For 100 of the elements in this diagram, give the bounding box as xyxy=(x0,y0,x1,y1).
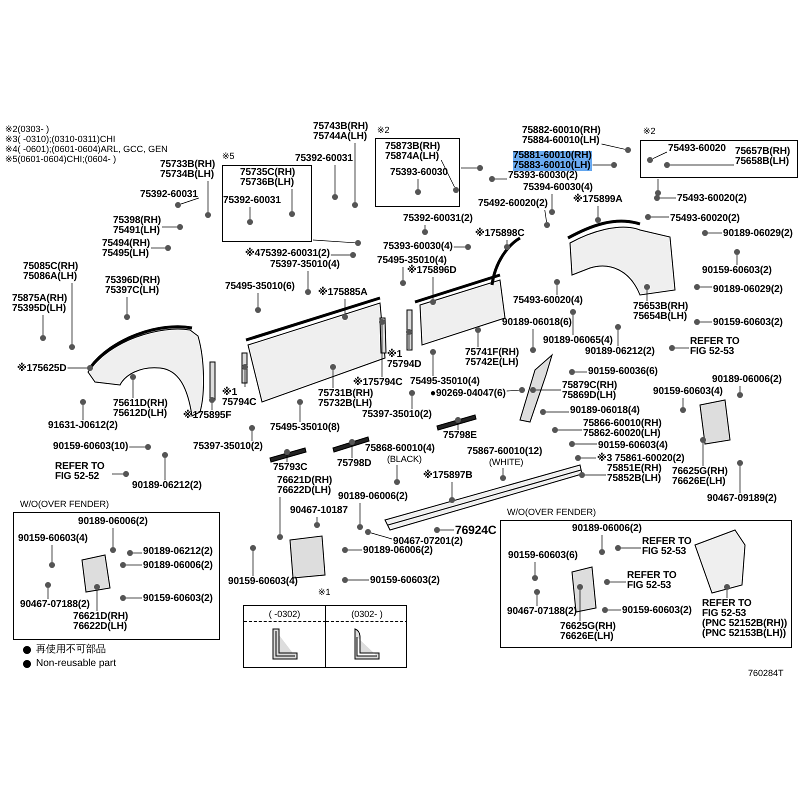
fastener-icon xyxy=(342,547,348,553)
leader-line xyxy=(506,390,520,392)
fastener-icon xyxy=(599,549,605,555)
part-number: ※1 75794C xyxy=(222,388,258,408)
fastener-icon xyxy=(615,324,621,330)
fastener-icon xyxy=(289,211,295,217)
fastener-icon xyxy=(570,309,576,315)
leader-line xyxy=(494,178,508,180)
part-number: 76626E(LH) xyxy=(672,477,726,487)
fastener-icon xyxy=(737,392,743,398)
leader-line xyxy=(330,254,350,256)
fastener-icon xyxy=(415,189,421,195)
part-number: 75851E(RH) xyxy=(607,464,662,474)
fastener-icon xyxy=(177,224,183,230)
fastener-icon xyxy=(120,595,126,601)
fastener-icon xyxy=(602,607,608,613)
leader-line xyxy=(506,240,508,244)
fastener-icon xyxy=(569,369,575,375)
part-number: 90189-06212(2) xyxy=(132,481,202,491)
part-number: 90467-10187 xyxy=(290,506,348,516)
leader-line xyxy=(556,284,558,296)
part-number: 75736B(LH) xyxy=(240,178,294,188)
part-number: 75398(RH) xyxy=(113,216,162,226)
part-number: 75735C(RH) xyxy=(240,168,296,178)
part-number: 75798D xyxy=(337,459,372,469)
part-number: 75862-60020(LH) xyxy=(583,429,660,439)
fastener-icon xyxy=(297,399,303,405)
leader-line xyxy=(532,328,534,348)
fastener-icon xyxy=(332,194,338,200)
part-number: 75883-60010(LH) xyxy=(513,161,592,171)
part-number: ※3 75861-60020(2) xyxy=(597,454,685,464)
fastener-icon xyxy=(45,582,51,588)
leader-line xyxy=(424,224,426,230)
fastener-icon xyxy=(162,452,168,458)
part-number: 75395D(LH) xyxy=(12,304,66,314)
fastener-icon xyxy=(120,562,126,568)
leader-line xyxy=(370,532,392,540)
leader-line xyxy=(646,290,648,302)
part-number: 90159-60603(2) xyxy=(370,576,440,586)
part-number: 75798E xyxy=(443,431,477,441)
leader-line xyxy=(162,226,178,228)
part-number: ※1 75794D xyxy=(387,350,422,370)
leader-line xyxy=(42,314,44,336)
part-number: 90189-06006(2) xyxy=(572,524,642,534)
part-number: 90189-06006(2) xyxy=(143,561,213,571)
section-heading: ※2 xyxy=(377,125,390,135)
part-number: 90159-60603(4) xyxy=(653,387,723,397)
fastener-icon xyxy=(611,162,617,168)
leader-line xyxy=(584,474,606,476)
leader-line xyxy=(736,254,738,266)
section-heading: W/O(OVER FENDER) xyxy=(20,499,109,509)
legend-text: 再使用不可部品 xyxy=(36,644,106,656)
part-number: 75742E(LH) xyxy=(465,358,520,368)
fastener-icon xyxy=(575,455,581,461)
leader-line xyxy=(312,240,356,244)
fastener-icon xyxy=(394,479,400,485)
fastener-icon xyxy=(734,249,740,255)
part-number: 75495-35010(8) xyxy=(270,423,340,433)
leader-line xyxy=(128,446,146,448)
part-number: 75852B(LH) xyxy=(607,474,662,484)
part-number: 75881-60010(RH) xyxy=(513,151,592,161)
part-number: 90189-06006(2) xyxy=(363,546,433,556)
part-number: ※175898C xyxy=(475,229,525,239)
leader-line xyxy=(126,564,142,566)
leader-line xyxy=(726,590,728,598)
fastener-icon xyxy=(645,214,651,220)
part-number: 75612D(LH) xyxy=(113,409,168,419)
part-number: 75392-60031 xyxy=(295,154,353,164)
applicability-note: ※5(0601-0604)CHI;(0604- ) xyxy=(5,154,116,164)
part-number: ※475392-60031(2) xyxy=(245,249,330,259)
fastener-icon xyxy=(357,524,363,530)
part-number: 75654B(LH) xyxy=(633,312,688,322)
leader-line xyxy=(126,296,128,314)
part-number: ※175896D xyxy=(407,266,457,276)
part-number: 90189-06006(2) xyxy=(78,517,148,527)
part-number: 75397-35010(2) xyxy=(362,410,432,420)
part-number: 90159-60603(4) xyxy=(598,441,668,451)
fastener-icon xyxy=(489,176,495,182)
part-number: 75495-35010(6) xyxy=(225,282,295,292)
fastener-icon xyxy=(625,147,631,153)
fastener-icon xyxy=(664,162,670,168)
fastener-icon xyxy=(519,387,525,393)
part-number: 75732B(LH) xyxy=(318,399,372,409)
fastener-icon xyxy=(145,444,151,450)
part-number: 76621D(RH) xyxy=(73,612,128,622)
part-number: 90189-06018(4) xyxy=(570,406,640,416)
fastener-icon xyxy=(349,439,355,445)
part-number: 75873B(RH) xyxy=(385,142,440,152)
leader-line xyxy=(164,458,166,480)
fastener-icon xyxy=(569,441,575,447)
leader-line xyxy=(601,144,626,150)
pnc-note: (PNC 52152B(RH)) xyxy=(702,619,788,629)
fastener-icon xyxy=(530,347,536,353)
fastener-icon xyxy=(40,335,46,341)
fastener-icon xyxy=(277,534,283,540)
fastener-icon xyxy=(110,547,116,553)
reference-note: REFER TO FIG 52-53 xyxy=(642,537,693,557)
fastener-icon xyxy=(449,497,455,503)
fastener-icon xyxy=(124,314,130,320)
fastener-icon xyxy=(647,157,653,163)
